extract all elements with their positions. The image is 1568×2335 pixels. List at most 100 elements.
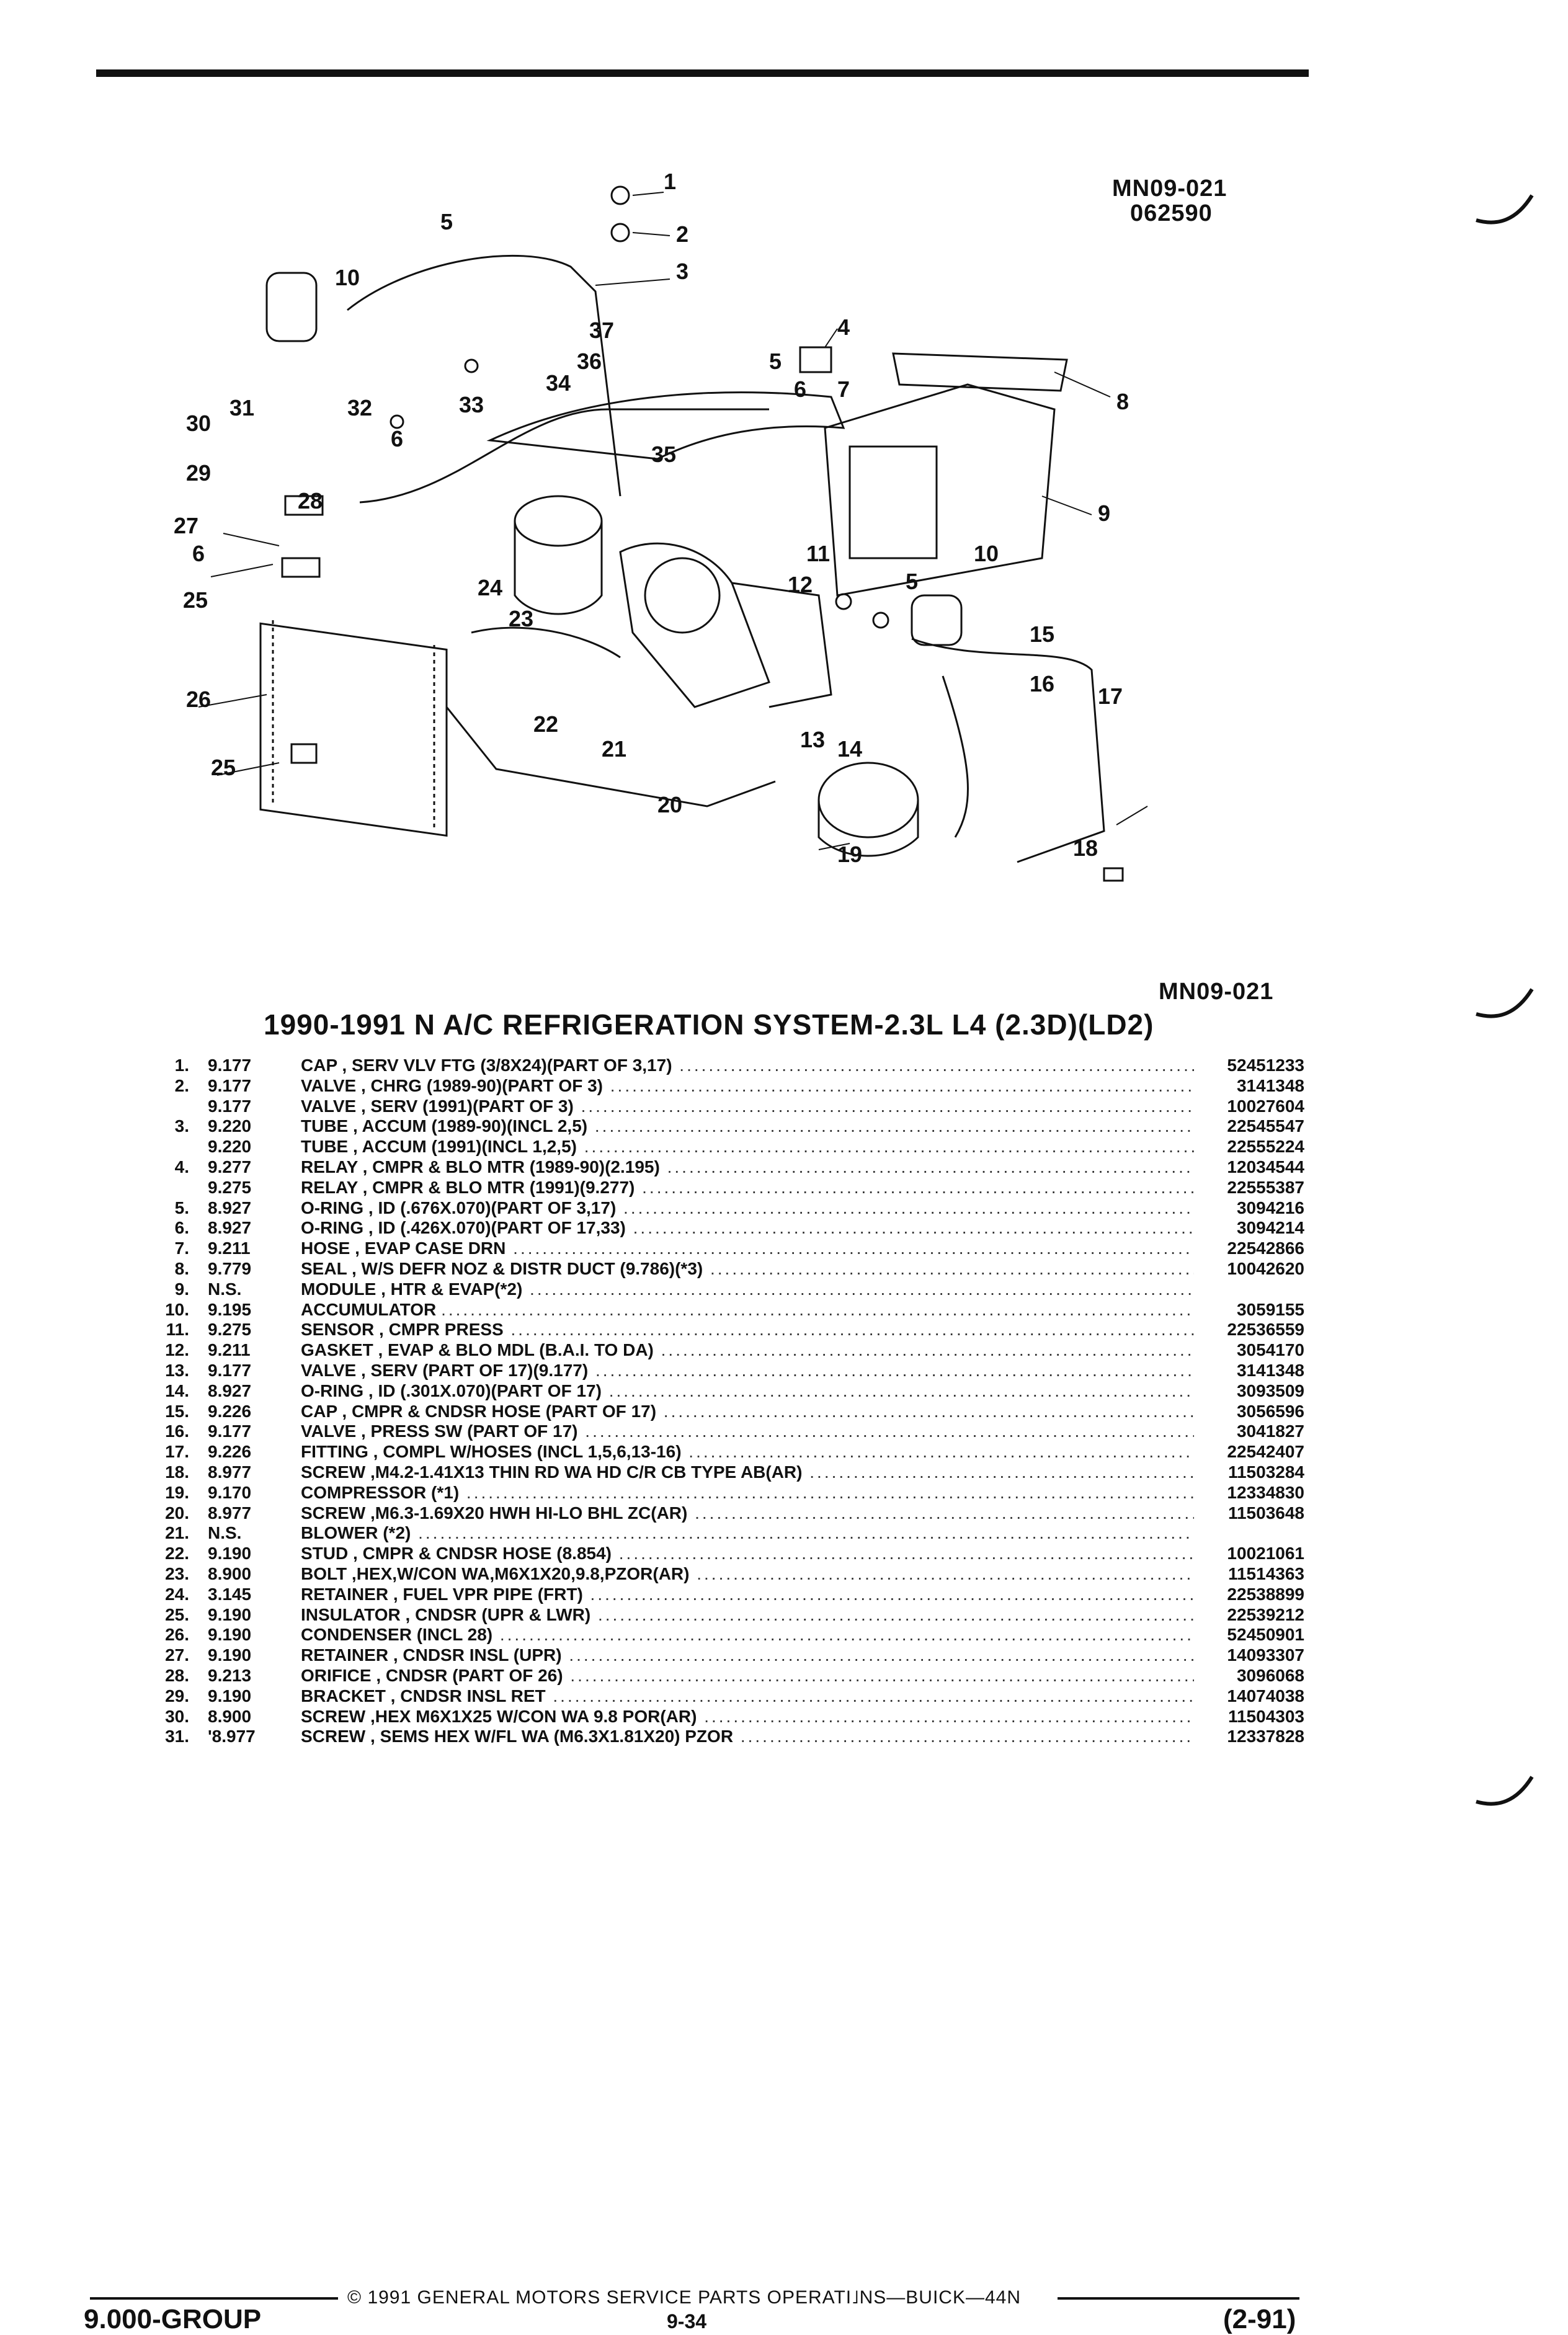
dot-leader: ........................................… xyxy=(499,1625,1194,1645)
part-description: O-RING , ID (.301X.070)(PART OF 17) ....… xyxy=(301,1381,1194,1402)
part-number: 22538899 xyxy=(1227,1584,1304,1604)
part-description: BOLT ,HEX,W/CON WA,M6X1X20,9.8,PZOR(AR) … xyxy=(301,1564,1194,1585)
part-name: BRACKET xyxy=(301,1686,386,1706)
svg-text:7: 7 xyxy=(837,376,850,402)
dot-leader: ........................................… xyxy=(679,1056,1194,1075)
svg-text:17: 17 xyxy=(1098,683,1123,709)
part-detail: , SERV (PART OF 17)(9.177) xyxy=(360,1360,589,1380)
part-description: RETAINER , FUEL VPR PIPE (FRT) .........… xyxy=(301,1585,1194,1605)
part-name: VALVE xyxy=(301,1360,357,1380)
accumulator-tube xyxy=(347,254,621,497)
part-name: SENSOR xyxy=(301,1320,375,1340)
part-name: CAP xyxy=(301,1056,337,1075)
part-description: RELAY , CMPR & BLO MTR (1991)(9.277) ...… xyxy=(301,1178,1194,1198)
part-description: RETAINER , CNDSR INSL (UPR) ............… xyxy=(301,1645,1194,1666)
dot-leader: ........................................… xyxy=(584,1137,1194,1157)
part-number: 52450901 xyxy=(1227,1625,1304,1645)
diagram-ref-date: 062590 xyxy=(1130,200,1213,226)
svg-text:3: 3 xyxy=(676,259,688,284)
dot-leader: ........................................… xyxy=(642,1177,1194,1197)
part-description: GASKET , EVAP & BLO MDL (B.A.I. TO DA) .… xyxy=(301,1340,1194,1361)
svg-text:33: 33 xyxy=(459,392,484,417)
item-number: 15. xyxy=(165,1401,189,1421)
item-number: 29. xyxy=(165,1686,189,1706)
svg-text:31: 31 xyxy=(229,395,254,420)
cowl-panel xyxy=(486,391,845,460)
svg-text:28: 28 xyxy=(298,488,323,514)
pen-mark-1 xyxy=(1476,194,1534,225)
part-description: HOSE , EVAP CASE DRN ...................… xyxy=(301,1239,1194,1259)
part-name: SEAL xyxy=(301,1258,347,1278)
part-number: 3054170 xyxy=(1236,1340,1304,1360)
dot-leader: ........................................… xyxy=(595,1360,1194,1380)
part-number: 3041827 xyxy=(1236,1421,1304,1441)
dot-leader: ........................................… xyxy=(590,1584,1194,1604)
item-number: 20. xyxy=(165,1503,189,1523)
part-number: 11503284 xyxy=(1227,1462,1304,1482)
svg-text:23: 23 xyxy=(509,606,533,631)
group-number: 9.226 xyxy=(208,1401,252,1421)
group-number: 9.170 xyxy=(208,1482,252,1502)
svg-text:32: 32 xyxy=(347,395,372,420)
insulator-lower xyxy=(281,557,321,578)
group-number: 9.226 xyxy=(208,1442,252,1462)
part-name: SCREW xyxy=(301,1727,366,1746)
part-number: 52451233 xyxy=(1227,1056,1304,1075)
svg-text:16: 16 xyxy=(1030,671,1054,696)
svg-text:10: 10 xyxy=(335,265,360,290)
item-number: 16. xyxy=(165,1421,189,1441)
svg-text:6: 6 xyxy=(391,426,403,451)
part-name: SCREW xyxy=(301,1503,366,1523)
relay xyxy=(799,346,832,373)
part-number: 3096068 xyxy=(1236,1665,1304,1685)
part-description: CAP , SERV VLV FTG (3/8X24)(PART OF 3,17… xyxy=(301,1056,1194,1076)
pen-mark-2 xyxy=(1476,988,1534,1018)
part-description: RELAY , CMPR & BLO MTR (1989-90)(2.195) … xyxy=(301,1157,1194,1178)
part-description: SCREW ,M6.3-1.69X20 HWH HI-LO BHL ZC(AR)… xyxy=(301,1503,1194,1524)
dot-leader: ........................................… xyxy=(697,1563,1194,1583)
part-number: 14093307 xyxy=(1227,1645,1304,1665)
dot-leader: ........................................… xyxy=(594,1116,1194,1136)
item-number: 1. xyxy=(174,1056,189,1075)
part-name: SCREW xyxy=(301,1462,366,1482)
part-number: 3056596 xyxy=(1236,1401,1304,1421)
footer-rule-left xyxy=(90,2297,338,2300)
item-number: 4. xyxy=(174,1157,189,1176)
part-detail: ,M6.3-1.69X20 HWH HI-LO BHL ZC(AR) xyxy=(370,1503,688,1523)
svg-text:1: 1 xyxy=(664,169,676,194)
item-number: 5. xyxy=(174,1198,189,1217)
item-number: 26. xyxy=(165,1625,189,1645)
group-number: 9.177 xyxy=(208,1056,252,1075)
part-name: ORIFICE xyxy=(301,1665,372,1685)
part-description: CAP , CMPR & CNDSR HOSE (PART OF 17) ...… xyxy=(301,1402,1194,1422)
part-description: COMPRESSOR (*1) ........................… xyxy=(301,1483,1194,1503)
frame-rail xyxy=(471,626,621,659)
group-number: 8.927 xyxy=(208,1381,252,1400)
item-number: 19. xyxy=(165,1482,189,1502)
group-number: 8.927 xyxy=(208,1218,252,1238)
svg-text:8: 8 xyxy=(1116,389,1129,414)
part-number: 11514363 xyxy=(1227,1563,1304,1583)
part-number: 3094216 xyxy=(1236,1198,1304,1217)
item-number: 25. xyxy=(165,1604,189,1624)
part-name: HOSE xyxy=(301,1239,350,1258)
svg-text:19: 19 xyxy=(837,842,862,867)
svg-text:12: 12 xyxy=(788,572,813,597)
part-description: VALVE , CHRG (1989-90)(PART OF 3) ......… xyxy=(301,1076,1194,1096)
part-detail: ,HEX,W/CON WA,M6X1X20,9.8,PZOR(AR) xyxy=(351,1563,690,1583)
group-number: 9.211 xyxy=(208,1239,251,1258)
part-description: ACCUMULATOR ............................… xyxy=(301,1300,1194,1320)
dot-leader: ........................................… xyxy=(633,1218,1194,1238)
group-number: 9.195 xyxy=(208,1299,252,1319)
part-description: INSULATOR , CNDSR (UPR & LWR) ..........… xyxy=(301,1605,1194,1626)
svg-text:34: 34 xyxy=(546,370,571,396)
group-number: 9.213 xyxy=(208,1665,252,1685)
part-detail: , ID (.426X.070)(PART OF 17,33) xyxy=(368,1218,626,1238)
part-name: VALVE xyxy=(301,1096,357,1116)
svg-text:5: 5 xyxy=(769,349,782,374)
